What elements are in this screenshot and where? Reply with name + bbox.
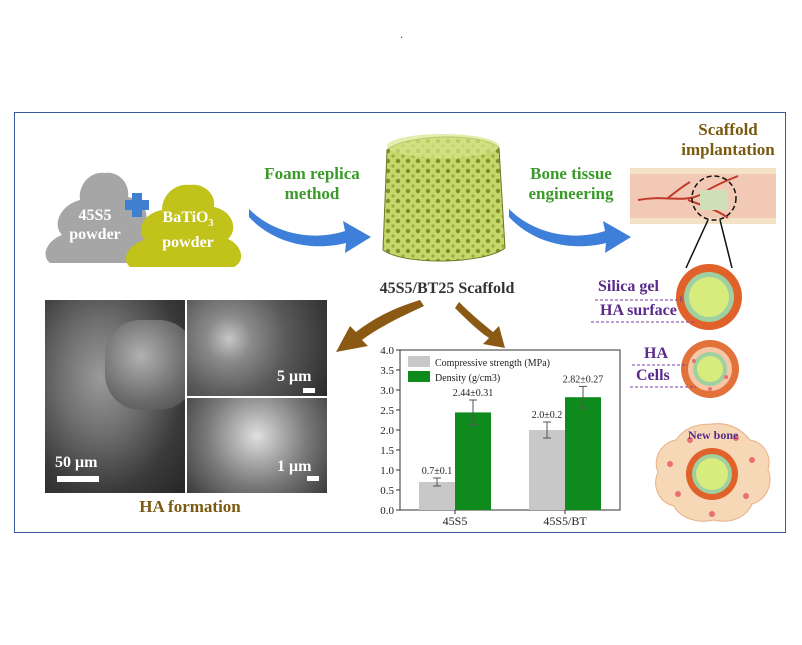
bar-density-0: [455, 412, 491, 510]
y-tick-label: 3.0: [380, 385, 394, 397]
legend-label: Compressive strength (MPa): [435, 358, 550, 369]
top-dot: .: [400, 30, 404, 41]
arrow-to-chart-icon: [455, 302, 505, 348]
y-tick-label: 3.5: [380, 365, 394, 377]
y-tick-label: 4.0: [380, 345, 394, 357]
silica-pointer-lines: [591, 296, 695, 323]
scalebar-1um: [307, 476, 319, 481]
bar-strength-1: [529, 430, 565, 510]
bar-density-1: [565, 397, 601, 510]
foam-replica-label: Foam replica method: [264, 164, 360, 203]
implantation-label: Scaffold implantation: [681, 120, 775, 159]
bar-strength-0: [419, 482, 455, 510]
scale-50um: 50 μm: [55, 454, 98, 471]
powder-piles: [45, 172, 242, 267]
y-tick-label: 0.0: [380, 505, 394, 517]
scaffold-image: [382, 134, 506, 262]
scaffold-label: 45S5/BT25 Scaffold: [379, 280, 515, 297]
silica-layer-circle: [676, 264, 742, 330]
powder-45s5-line2: powder: [69, 226, 121, 243]
olive-powder-pile: [125, 184, 242, 267]
y-tick-label: 2.0: [380, 425, 394, 437]
new-bone-circle: [655, 423, 771, 522]
sem-image-panel: 50 μm 5 μm 1 μm: [45, 300, 327, 493]
gray-powder-pile: [45, 172, 155, 263]
new-bone-label: New bone: [688, 428, 739, 442]
powder-45s5-line1: 45S5: [78, 207, 112, 224]
zoom-lines: [685, 220, 733, 269]
powder-batio3-line1: BaTiO3: [162, 209, 214, 230]
ha-formation-label: HA formation: [139, 497, 241, 516]
bar-chart: 0.0 0.5 1.0 1.5 2.0 2.5 3.0 3.5 4.0 0.7±0.1 2.44±0…: [380, 345, 621, 528]
bone-tissue-label: Bone tissue engineering: [528, 164, 614, 203]
zoom-circle: [691, 175, 737, 221]
cells-label: Cells: [636, 367, 670, 384]
powder-batio3-label: BaTiO3 powder: [150, 208, 226, 252]
legend-swatch: [408, 371, 430, 382]
scalebar-50um: [57, 476, 99, 482]
y-tick-label: 1.5: [380, 445, 394, 457]
ha-surface-label: HA surface: [600, 302, 677, 319]
plus-icon: [125, 193, 149, 217]
data-label: 2.82±0.27: [563, 374, 604, 385]
scale-5um: 5 μm: [277, 368, 312, 385]
powder-45s5-label: 45S5 powder: [60, 206, 130, 244]
y-tick-label: 2.5: [380, 405, 394, 417]
arrow-to-scaffold-icon: [249, 209, 371, 253]
ha-cells-circle: [681, 340, 739, 398]
data-label: 2.44±0.31: [453, 388, 494, 399]
arrow-to-implant-icon: [509, 209, 631, 253]
bone-implant-image: [630, 168, 776, 224]
arrow-to-sem-icon: [336, 300, 424, 352]
x-category-label: 45S5/BT: [543, 514, 587, 528]
legend-swatch: [408, 356, 430, 367]
y-tick-label: 1.0: [380, 465, 394, 477]
data-label: 0.7±0.1: [422, 466, 453, 477]
scalebar-5um: [303, 388, 315, 393]
y-tick-label: 0.5: [380, 485, 394, 497]
ha-pointer-lines: [630, 364, 696, 388]
scale-1um: 1 μm: [277, 458, 312, 475]
ha-label: HA: [644, 345, 668, 362]
silica-gel-label: Silica gel: [598, 278, 659, 295]
x-category-label: 45S5: [443, 514, 468, 528]
powder-batio3-line2: powder: [162, 234, 214, 252]
data-label: 2.0±0.2: [532, 410, 563, 421]
legend-label: Density (g/cm3): [435, 373, 500, 384]
